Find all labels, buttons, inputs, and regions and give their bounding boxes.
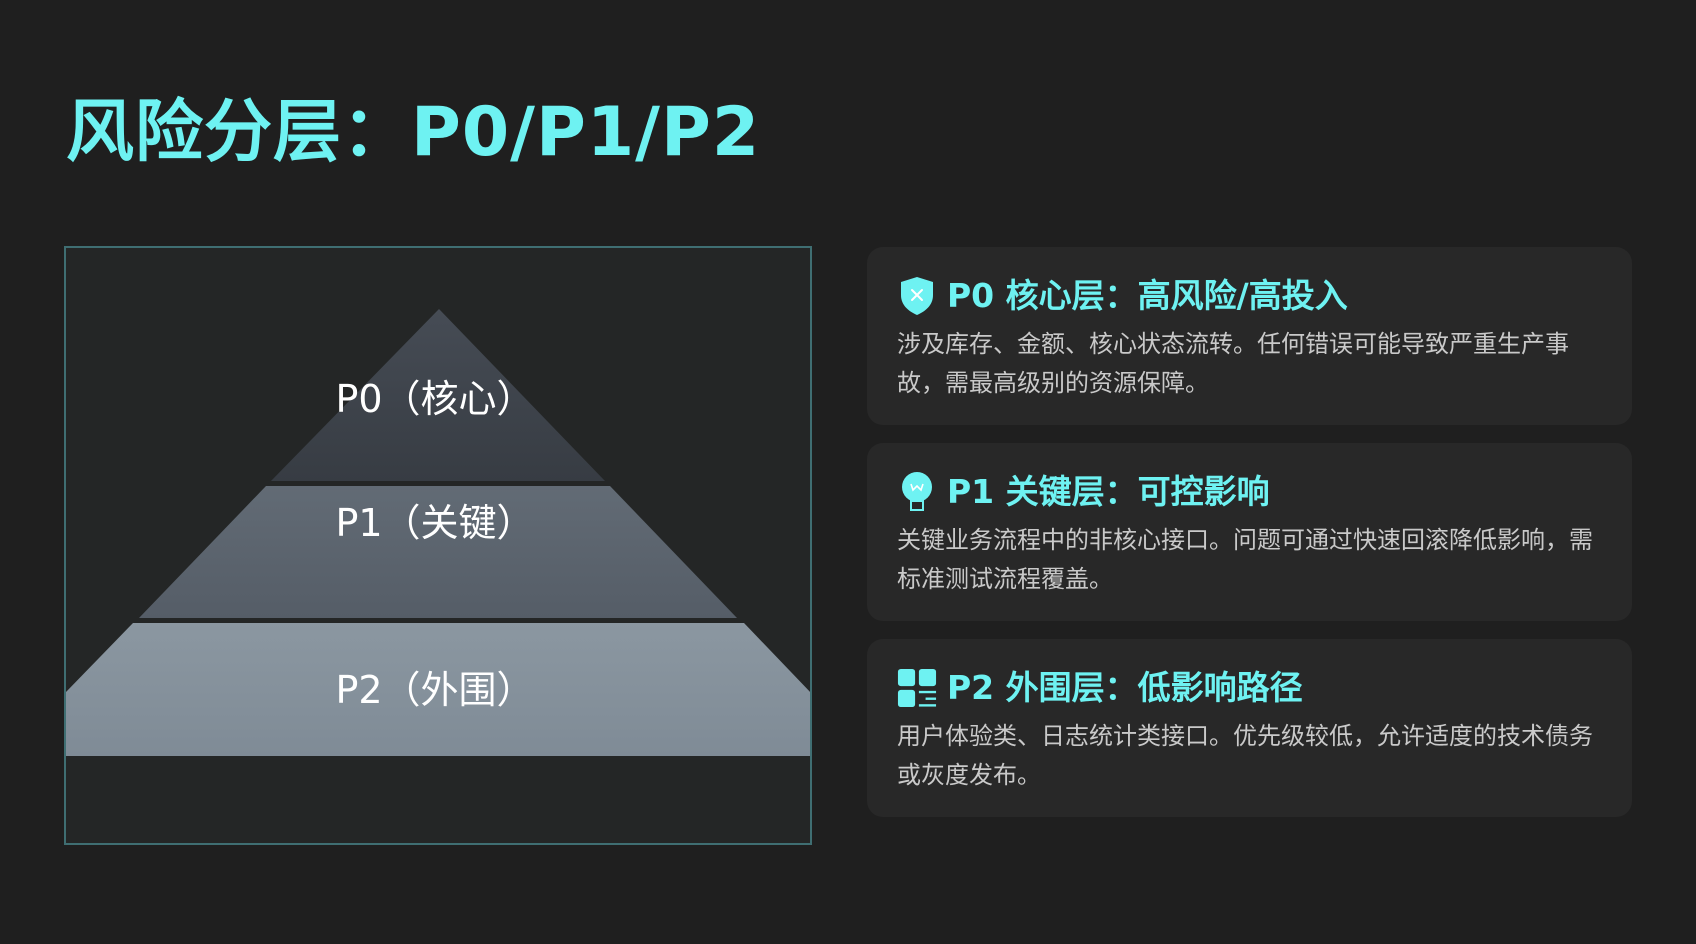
- pyramid-tier-p2: [66, 623, 810, 756]
- pyramid-graphic: [66, 309, 810, 756]
- slide-title: 风险分层：P0/P1/P2: [66, 93, 761, 172]
- shield-icon: [897, 274, 937, 318]
- grid-list-icon: [897, 666, 937, 710]
- tier-label-p0: P0（核心）: [335, 377, 535, 421]
- pyramid-tier-p1: [139, 486, 737, 618]
- card-title: P1 关键层：可控影响: [947, 472, 1270, 511]
- card-p2: P2 外围层：低影响路径 用户体验类、日志统计类接口。优先级较低，允许适度的技术…: [867, 639, 1632, 817]
- pyramid-diagram: P0（核心） P1（关键） P2（外围）: [64, 246, 812, 845]
- card-description: 关键业务流程中的非核心接口。问题可通过快速回滚降低影响，需标准测试流程覆盖。: [897, 526, 1593, 593]
- card-description: 用户体验类、日志统计类接口。优先级较低，允许适度的技术债务或灰度发布。: [897, 722, 1593, 789]
- card-description: 涉及库存、金额、核心状态流转。任何错误可能导致严重生产事故，需最高级别的资源保障…: [897, 330, 1569, 397]
- lightbulb-icon: [897, 470, 937, 514]
- tier-label-p1: P1（关键）: [335, 501, 535, 545]
- card-title: P0 核心层：高风险/高投入: [947, 276, 1348, 315]
- card-title: P2 外围层：低影响路径: [947, 668, 1303, 707]
- card-p1: P1 关键层：可控影响 关键业务流程中的非核心接口。问题可通过快速回滚降低影响，…: [867, 443, 1632, 621]
- pyramid-tier-p0: [271, 309, 605, 481]
- card-p0: P0 核心层：高风险/高投入 涉及库存、金额、核心状态流转。任何错误可能导致严重…: [867, 247, 1632, 425]
- tier-label-p2: P2（外围）: [335, 668, 535, 712]
